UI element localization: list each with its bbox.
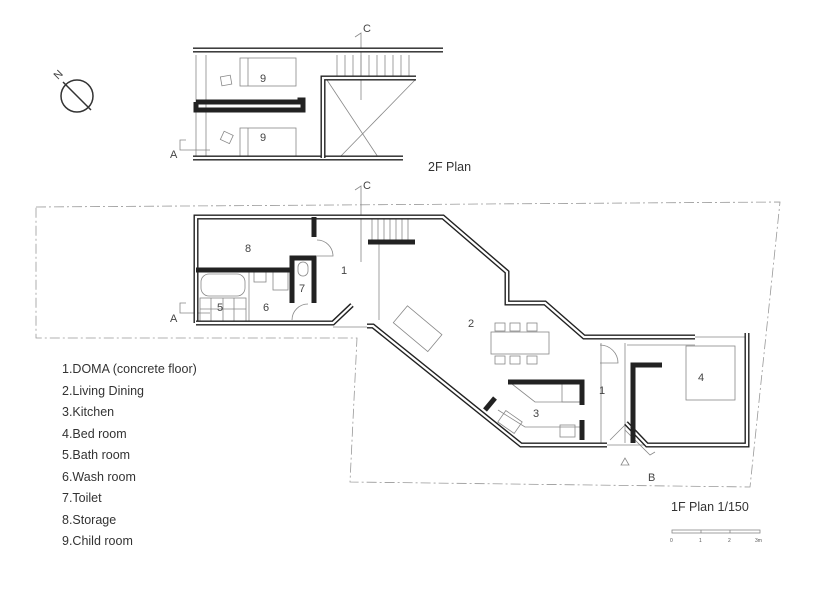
room-label-doma: 1 (599, 385, 605, 397)
scale-bar (671, 529, 761, 534)
legend-item: 6.Wash room (62, 469, 136, 484)
room-label-child-room: 9 (260, 73, 266, 85)
plan-1f: 8 1 7 6 5 2 1 3 4 A C B (170, 180, 750, 484)
legend-item: 3.Kitchen (62, 405, 115, 419)
section-marker-a: A (170, 149, 178, 161)
room-label-bed-room: 4 (698, 372, 704, 384)
site-boundary (35, 201, 781, 488)
scale-tick-label: 1 (699, 538, 702, 544)
legend-item: 7.Toilet (62, 491, 102, 505)
room-label-doma: 1 (341, 265, 347, 277)
section-marker-b: B (648, 472, 655, 484)
section-marker-c: C (363, 23, 371, 35)
scale-tick-label: 0 (670, 538, 673, 544)
north-arrow-icon: N (52, 68, 94, 113)
scale-tick-label: 2 (728, 538, 731, 544)
room-label-wash-room: 6 (263, 302, 269, 314)
legend-item: 5.Bath room (62, 448, 131, 462)
scale-tick-label: 3m (755, 538, 762, 544)
legend-item: 8.Storage (62, 512, 117, 527)
legend-item: 9.Child room (62, 534, 133, 548)
legend-item: 4.Bed room (62, 426, 127, 441)
section-marker-c: C (363, 180, 371, 192)
plan-2f-title: 2F Plan (428, 160, 472, 174)
legend-item: 2.Living Dining (62, 383, 144, 398)
room-label-bath-room: 5 (217, 302, 223, 314)
section-marker-a: A (170, 313, 178, 325)
room-label-toilet: 7 (299, 283, 305, 295)
plan-1f-title: 1F Plan 1/150 (671, 500, 749, 514)
plan-2f: 9 9 A C (170, 23, 443, 161)
room-legend: 1.DOMA (concrete floor) 2.Living Dining … (62, 359, 197, 553)
room-label-storage: 8 (245, 243, 251, 255)
legend-item: 1.DOMA (concrete floor) (62, 362, 197, 376)
room-label-kitchen: 3 (533, 408, 539, 420)
room-label-living-dining: 2 (468, 318, 474, 330)
room-label-child-room: 9 (260, 132, 266, 144)
north-label: N (52, 68, 66, 82)
